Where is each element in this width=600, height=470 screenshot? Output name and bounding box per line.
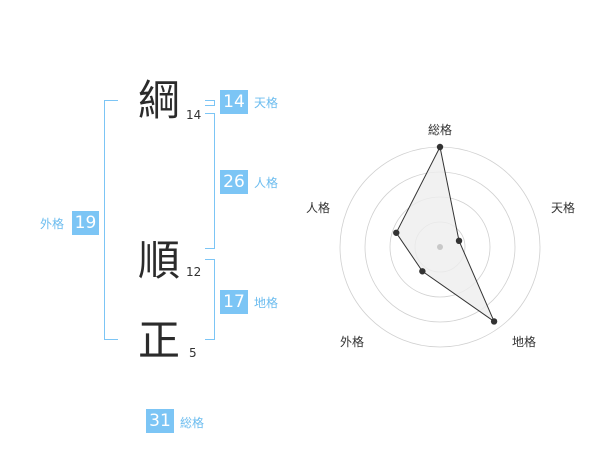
radar-point (455, 237, 463, 245)
radar-axis-label-chikaku: 地格 (512, 334, 536, 349)
chikaku-label: 地格 (254, 296, 279, 310)
jinkaku-bracket (205, 113, 215, 249)
gaikaku-label: 外格 (40, 217, 65, 231)
jinkaku-label: 人格 (254, 176, 279, 190)
stroke-count-2: 12 (186, 265, 202, 279)
chikaku-bracket (205, 259, 215, 340)
radar-center (437, 244, 443, 250)
tenkaku-label: 天格 (254, 96, 279, 110)
radar-axis-label-tenkaku: 天格 (551, 200, 575, 215)
radar-point (490, 318, 498, 325)
gaikaku-value: 19 (72, 211, 99, 235)
stroke-count-3: 5 (189, 346, 197, 360)
radar-point (436, 143, 444, 151)
name-char-2: 順 (138, 236, 181, 285)
radar-axis-label-gaikaku: 外格 (340, 334, 364, 349)
chikaku-value: 17 (220, 290, 248, 314)
name-char-1: 綱 (138, 76, 181, 125)
soukaku-label: 総格 (180, 416, 205, 430)
stroke-count-1: 14 (186, 108, 202, 122)
radar-axis-label-jinkaku: 人格 (306, 200, 330, 215)
jinkaku-value: 26 (220, 170, 248, 194)
radar-polygon (395, 145, 496, 323)
gaikaku-bracket (104, 100, 118, 340)
radar-point (419, 268, 426, 275)
tenkaku-value: 14 (220, 90, 248, 114)
soukaku-value: 31 (146, 409, 174, 433)
radar-axis-label-soukaku: 総格 (428, 122, 452, 137)
radar-points (393, 143, 498, 325)
radar-point (393, 229, 400, 236)
tenkaku-bracket (205, 100, 215, 106)
name-char-3: 正 (138, 316, 181, 365)
